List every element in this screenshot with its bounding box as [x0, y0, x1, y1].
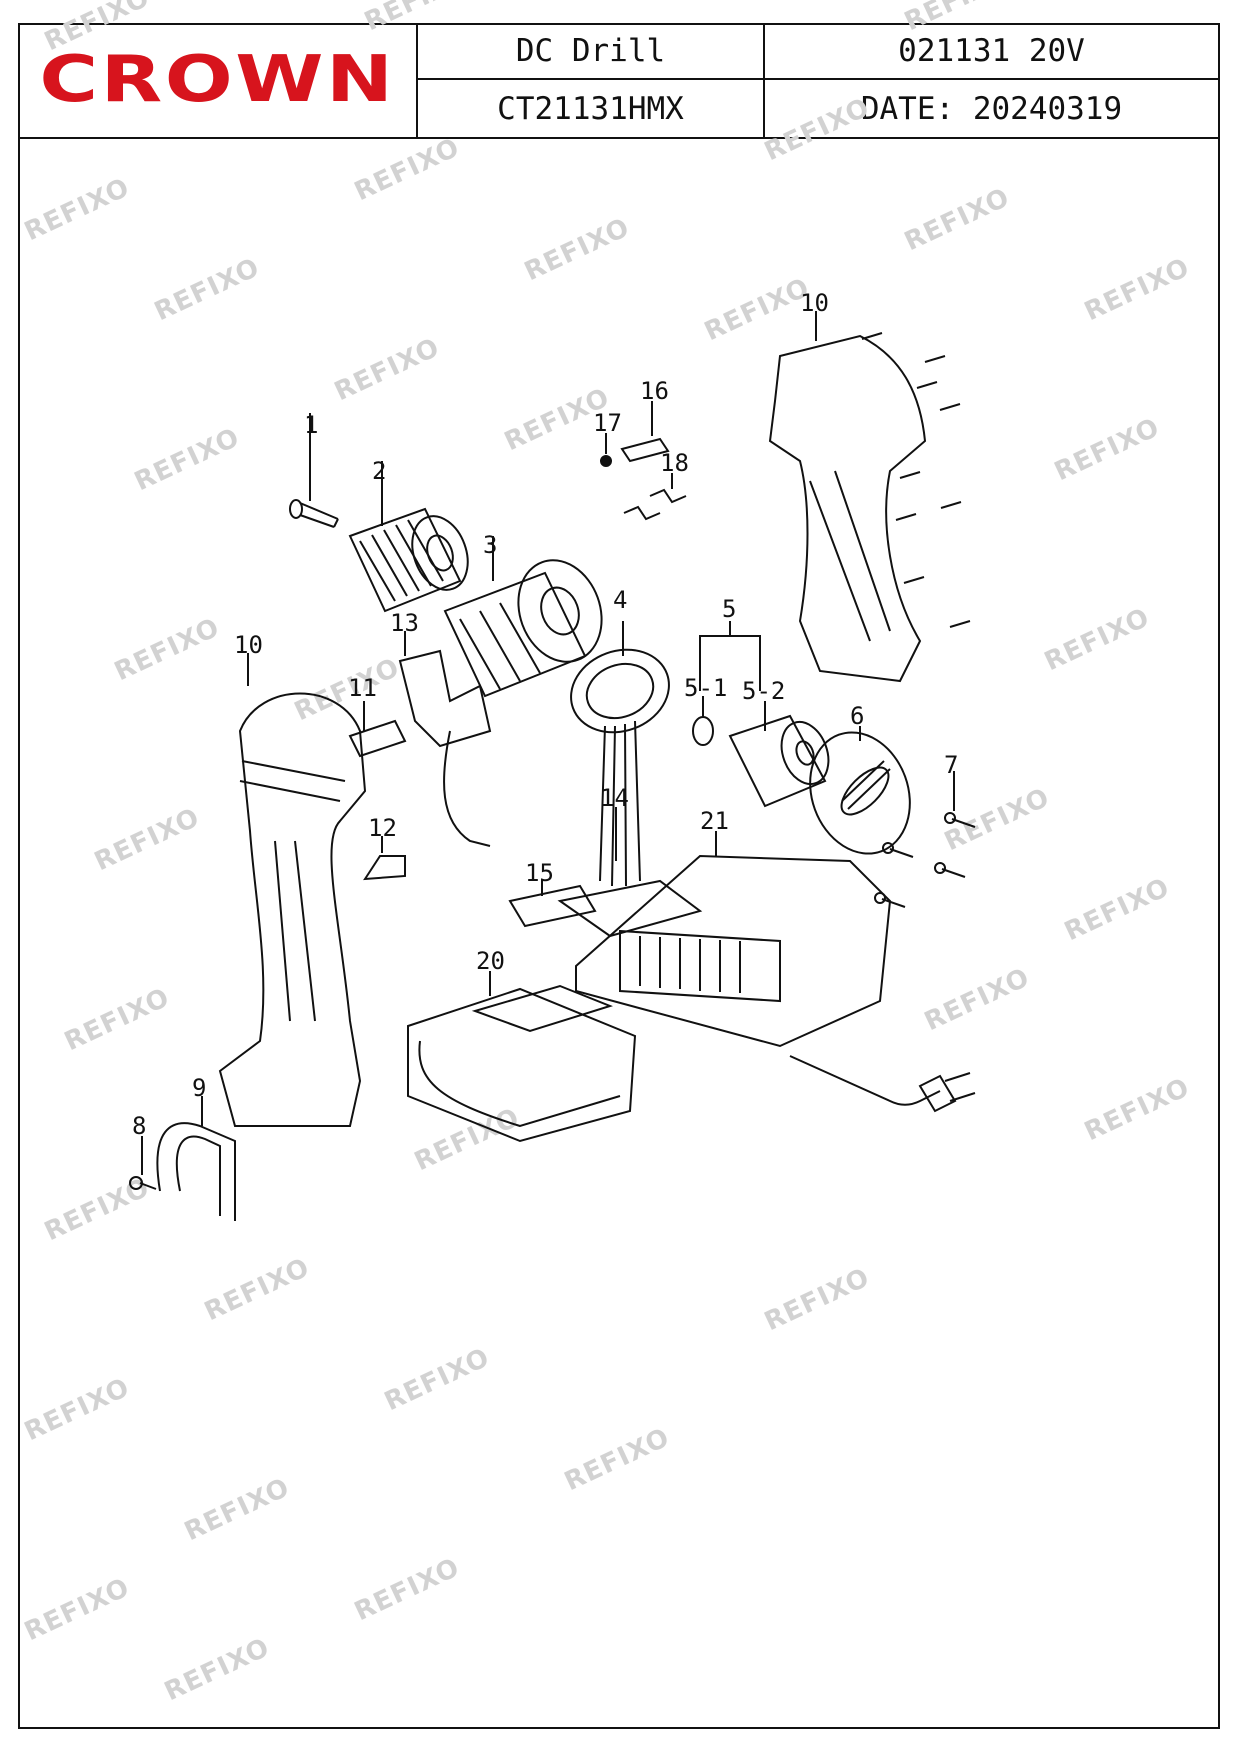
part-5-2-motor: [728, 701, 830, 808]
model-number: CT21131HMX: [418, 80, 765, 137]
label-9: 9: [192, 1074, 206, 1102]
part-8-screw: [129, 1136, 157, 1190]
label-6: 6: [850, 702, 864, 730]
part-18-springs: [623, 473, 687, 521]
part-5-bracket: [699, 621, 761, 691]
logo-cell: CROWN: [18, 23, 418, 137]
part-10-left-housing: [218, 653, 367, 1127]
part-10-right-housing: [768, 311, 927, 683]
label-16: 16: [640, 377, 669, 405]
label-4: 4: [613, 586, 627, 614]
label-11: 11: [348, 674, 377, 702]
label-10-left: 10: [234, 631, 263, 659]
part-16-clip: [620, 401, 670, 463]
part-7-screws: [874, 771, 976, 908]
housing-screws: [861, 332, 971, 628]
part-11-capacitor: [348, 701, 407, 758]
label-8: 8: [132, 1112, 146, 1140]
label-2: 2: [372, 457, 386, 485]
part-1-screw: [289, 413, 339, 528]
label-5-2: 5-2: [742, 677, 785, 705]
drawing-frame: [18, 23, 1220, 1729]
part-9-belt-clip: [156, 1096, 236, 1221]
product-name: DC Drill: [418, 23, 765, 80]
part-21-charger: [575, 831, 976, 1113]
label-13: 13: [390, 609, 419, 637]
part-12-trigger: [363, 836, 406, 881]
part-15-terminal-block: [508, 879, 597, 928]
part-4-motor-housing: [557, 621, 703, 938]
label-15: 15: [525, 859, 554, 887]
label-3: 3: [483, 531, 497, 559]
label-5: 5: [722, 595, 736, 623]
label-21: 21: [700, 807, 729, 835]
code-voltage: 021131 20V: [765, 23, 1218, 80]
label-12: 12: [368, 814, 397, 842]
brand-logo: CROWN: [38, 43, 396, 117]
label-10-right: 10: [800, 289, 829, 317]
part-20-battery: [407, 971, 637, 1143]
part-2-chuck: [348, 461, 469, 613]
label-18: 18: [660, 449, 689, 477]
exploded-parts-diagram: 1 2 3 4 5 5-1: [129, 289, 976, 1221]
label-1: 1: [304, 411, 318, 439]
drawing-date: DATE: 20240319: [860, 90, 1123, 127]
part-5-1-pinion: [692, 696, 714, 746]
part-3-gearbox: [443, 536, 603, 698]
label-7: 7: [944, 751, 958, 779]
label-5-1: 5-1: [684, 674, 727, 702]
part-13-switch: [398, 631, 492, 847]
title-block: CROWN DC Drill CT21131HMX 021131 20V DAT…: [18, 23, 1220, 139]
part-17-ball: [600, 433, 612, 467]
label-17: 17: [593, 409, 622, 437]
label-14: 14: [600, 784, 629, 812]
part-6-end-cap: [809, 726, 911, 855]
label-20: 20: [476, 947, 505, 975]
